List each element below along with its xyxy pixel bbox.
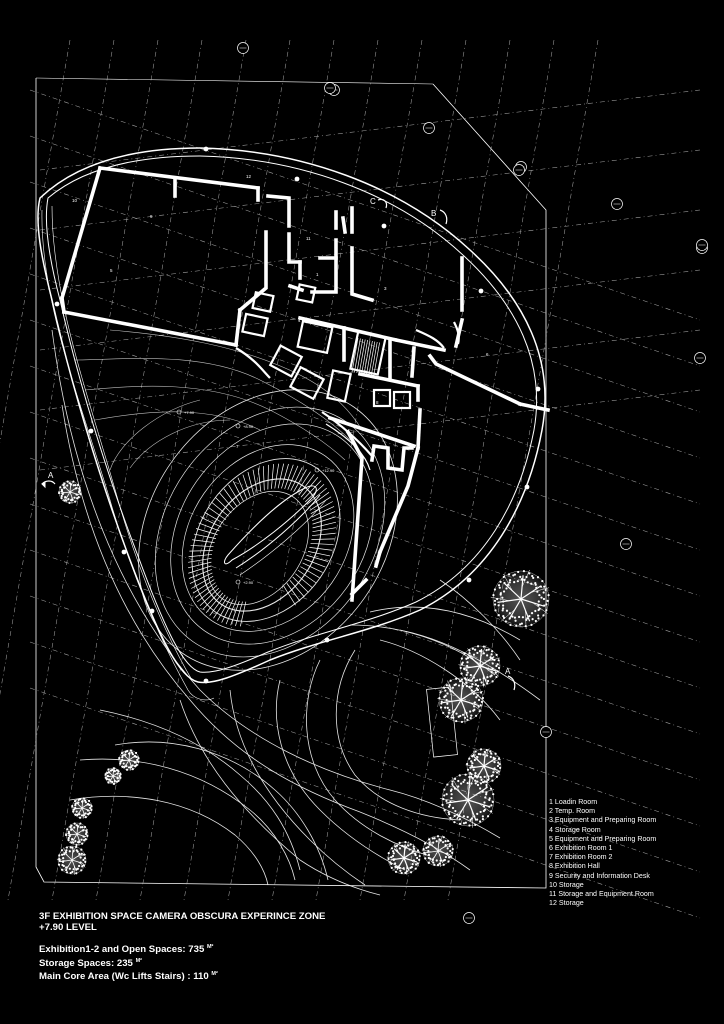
tree [56, 845, 87, 875]
landscape-contours [51, 329, 541, 896]
svg-text:A: A [48, 471, 54, 480]
floor-contours [74, 329, 363, 471]
svg-text:A: A [505, 667, 511, 676]
envelope-nodes [54, 146, 541, 684]
area-row: Main Core Area (Wc Lifts Stairs) : 110 M… [39, 970, 218, 982]
room-tags: 10 12 11 1 2 3 4 5 6 7 8 9 [72, 174, 489, 449]
svg-text:C: C [370, 197, 376, 206]
room-tag: 5 [110, 268, 113, 273]
tree [421, 835, 454, 867]
legend-item: 10 Storage [549, 880, 584, 889]
partitions [235, 283, 460, 471]
legend-item: 4 Storage Room [549, 825, 601, 834]
tree [64, 822, 89, 847]
stepped-seating [187, 463, 337, 627]
drawing-title-block: 3F EXHIBITION SPACE CAMERA OBSCURA EXPER… [39, 911, 399, 981]
room-tag: 10 [72, 198, 78, 203]
section-marker: A [41, 471, 56, 489]
level-tag: +2.90 [243, 580, 254, 585]
level-tags: +7.90 +8.90 +12.90 +2.90 [176, 409, 335, 585]
axis-bubble [423, 122, 435, 134]
svg-text:B: B [431, 209, 436, 218]
area-unit: M² [211, 970, 218, 977]
drawing-title: 3F EXHIBITION SPACE CAMERA OBSCURA EXPER… [39, 911, 326, 922]
axis-bubble [694, 352, 706, 364]
room-tag: 8 [376, 400, 379, 405]
section-markers: A B C A [41, 197, 516, 691]
obscura-contours [138, 389, 398, 671]
landscape-trees [56, 480, 550, 876]
legend-item: 8 Exhibition Hall [549, 862, 600, 871]
axis-bubble [696, 239, 708, 251]
tree [386, 841, 421, 876]
axis-bubble [324, 82, 336, 94]
area-summary: Exhibition1-2 and Open Spaces: 735 M² St… [39, 942, 399, 981]
area-label: Storage Spaces [39, 957, 111, 969]
axis-bubble [513, 164, 525, 176]
area-value: 735 [188, 944, 205, 956]
axis-bubble [540, 726, 552, 738]
tree [458, 645, 501, 688]
site-boundary [35, 77, 547, 889]
tree [57, 480, 82, 505]
legend-item: 6 Exhibition Room 1 [549, 844, 613, 853]
area-unit: M² [206, 944, 214, 951]
axis-bubble [611, 198, 623, 210]
room-tag: 12 [246, 174, 252, 179]
room-tag: 2 [270, 304, 273, 309]
level-tag: +12.90 [322, 468, 335, 473]
tree [439, 772, 495, 828]
legend-item: 3 Equipment and Preparing Room [549, 816, 657, 825]
axis-bubble [463, 912, 475, 924]
area-row: Storage Spaces: 235 M² [39, 957, 142, 969]
level-label: +7.90 LEVEL [39, 922, 97, 934]
area-label: Exhibition1-2 and Open Spaces [39, 944, 183, 956]
legend-item: 2 Temp. Room [549, 807, 595, 816]
legend-item: 5 Equipment and Preparing Room [549, 834, 657, 843]
room-tag: 4 [298, 318, 301, 323]
area-value: 110 [193, 970, 209, 982]
tree [104, 767, 122, 785]
room-legend: 1 Loadin Room 2 Temp. Room 3 Equipment a… [549, 798, 721, 908]
section-marker: A [505, 667, 516, 691]
tree [490, 569, 550, 629]
walls [59, 165, 551, 602]
legend-item: 7 Exhibition Room 2 [549, 853, 613, 862]
area-label: Main Core Area (Wc Lifts Stairs) [39, 970, 185, 982]
section-marker: C [370, 197, 388, 209]
inner-swirl [224, 485, 327, 576]
footpath [426, 686, 458, 758]
structural-grid [0, 39, 701, 919]
room-tag: 6 [486, 352, 489, 357]
room-tag: 1 [316, 272, 319, 277]
room-tag: 7 [236, 444, 239, 449]
legend-item: 12 Storage [549, 899, 584, 908]
level-tag: +7.90 [184, 410, 195, 415]
room-tag: 3 [384, 286, 387, 291]
area-value: 235 [116, 957, 133, 969]
section-marker: B [431, 209, 448, 225]
legend-item: 1 Loadin Room [549, 798, 598, 806]
grid-axis-markers [237, 42, 708, 924]
area-row: Exhibition1-2 and Open Spaces: 735 M² [39, 944, 214, 956]
axis-bubble [237, 42, 249, 54]
tree [71, 797, 93, 819]
area-unit: M² [135, 957, 142, 964]
legend-item: 11 Storage and Equipment Room [549, 890, 654, 899]
room-tag: 11 [306, 236, 311, 241]
building-outline [37, 147, 546, 701]
legend-item: 9 Security and Information Desk [549, 871, 650, 880]
axis-bubble [620, 538, 632, 550]
room-tag: 9 [150, 214, 153, 219]
stair-core [351, 337, 380, 377]
level-tag: +8.90 [243, 424, 254, 429]
tree [118, 749, 140, 771]
